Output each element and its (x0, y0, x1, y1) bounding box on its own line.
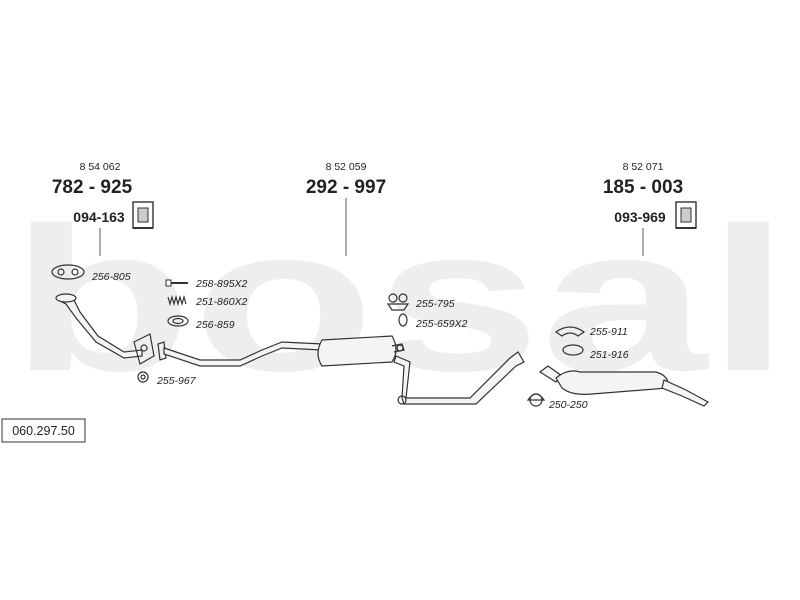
rubber-mount-icon-mid (398, 313, 408, 327)
part-number-1: 782 - 925 (52, 177, 133, 198)
rubber-mount-icon-front (137, 371, 149, 383)
reference-box: 060.297.50 (1, 418, 86, 443)
brand-watermark-text: bosal (10, 185, 790, 414)
oe-number-3: 8 52 071 (623, 161, 664, 173)
clamp-icon-rear (526, 393, 546, 407)
gasket-icon-front (51, 264, 85, 280)
gasket-icon-rear (562, 344, 584, 356)
label-gasket-rear: 251-916 (589, 349, 629, 361)
label-ring: 256-859 (195, 319, 235, 331)
label-hanger-mid: 255-795 (415, 298, 455, 310)
label-rubber-mid: 255-659X2 (415, 318, 468, 330)
label-clamp-rear: 250-250 (548, 399, 588, 411)
label-gasket-front: 256-805 (91, 271, 131, 283)
ring-icon (167, 315, 189, 327)
part-number-3: 185 - 003 (603, 177, 683, 198)
reference-number: 060.297.50 (12, 424, 75, 438)
hanger-icon-rear (554, 326, 586, 337)
oe-number-2: 8 52 059 (326, 161, 367, 173)
bracket-number-1: 094-163 (73, 209, 125, 225)
bracket-icon-3 (675, 201, 697, 229)
rear-silencer-icon (538, 365, 709, 407)
label-hanger-rear: 255-911 (589, 326, 628, 338)
assembly-middle-section: 8 52 059 292 - 997 (306, 161, 386, 256)
bracket-icon-1 (132, 201, 154, 229)
label-spring: 251-860X2 (195, 296, 248, 308)
bolt-icon (165, 279, 188, 287)
middle-silencer-icon (317, 335, 525, 405)
spring-icon (167, 294, 187, 307)
part-number-2: 292 - 997 (306, 177, 386, 198)
hanger-icon-mid (386, 293, 410, 311)
label-rubber-front: 255-967 (156, 375, 197, 387)
bracket-number-3: 093-969 (614, 209, 666, 225)
oe-number-1: 8 54 062 (80, 161, 121, 173)
assembly-rear-silencer: 8 52 071 185 - 003 093-969 (603, 161, 697, 256)
label-bolt: 258-895X2 (195, 278, 248, 290)
brand-watermark: bosal (10, 185, 790, 414)
assembly-front-pipe: 8 54 062 782 - 925 094-163 (52, 161, 154, 256)
